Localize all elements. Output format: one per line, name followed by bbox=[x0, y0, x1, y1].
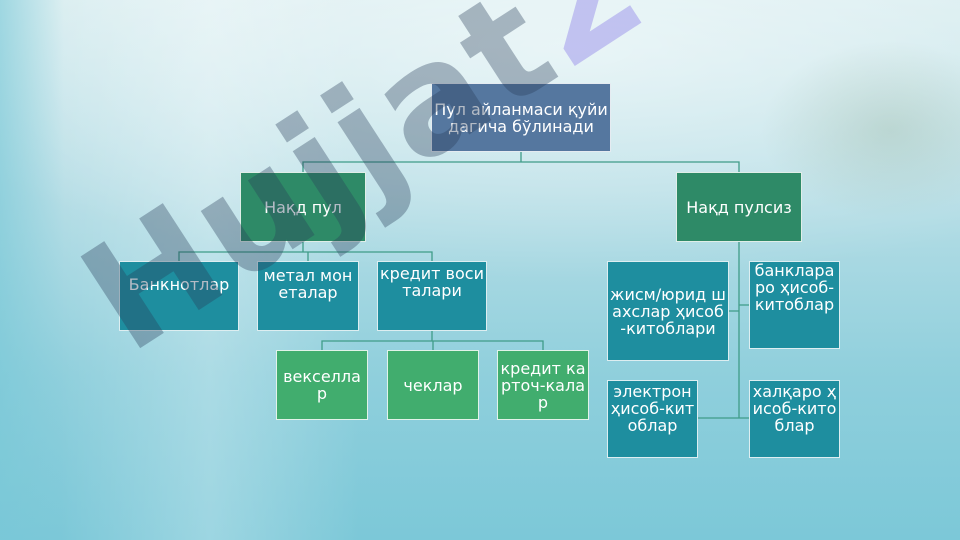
bills-node-label: векселлар bbox=[283, 367, 361, 403]
cash-node: Нақд пул bbox=[240, 172, 366, 242]
root-node: Пул айланмаси қуйидагича бўлинади bbox=[431, 83, 611, 152]
root-node-label: Пул айланмаси қуйидагича бўлинади bbox=[434, 99, 608, 136]
legal-entity-settlements-node-label: жисм/юрид шахслар ҳисоб-китоблари bbox=[610, 284, 726, 338]
cheques-node: чеклар bbox=[387, 350, 479, 420]
metal-coins-node: метал монеталар bbox=[257, 261, 359, 331]
bills-node: векселлар bbox=[276, 350, 368, 420]
banknotes-node: Банкнотлар bbox=[119, 261, 239, 331]
connector-cash-to-children bbox=[178, 242, 433, 261]
electronic-settlements-node-label: электрон ҳисоб-китоблар bbox=[610, 382, 695, 435]
connector-credit-to-instruments bbox=[321, 331, 544, 350]
international-settlements-node: халқаро ҳисоб-китоблар bbox=[749, 380, 840, 458]
electronic-settlements-node: электрон ҳисоб-китоблар bbox=[607, 380, 698, 458]
credit-instruments-node: кредит воситалари bbox=[377, 261, 487, 331]
credit-instruments-node-label: кредит воситалари bbox=[380, 264, 484, 300]
interbank-settlements-node: банклараро ҳисоб-китоблар bbox=[749, 261, 840, 349]
banknotes-node-label: Банкнотлар bbox=[128, 275, 230, 294]
connector-noncash-to-children bbox=[698, 242, 749, 419]
noncash-node-label: Нақд пулсиз bbox=[686, 197, 792, 217]
international-settlements-node-label: халқаро ҳисоб-китоблар bbox=[752, 382, 837, 435]
metal-coins-node-label: метал монеталар bbox=[263, 266, 353, 302]
credit-cards-node-label: кредит карточ-калар bbox=[500, 358, 586, 412]
cheques-node-label: чеклар bbox=[403, 375, 463, 395]
connector-root-to-level1 bbox=[302, 152, 740, 172]
noncash-node: Нақд пулсиз bbox=[676, 172, 802, 242]
credit-cards-node: кредит карточ-калар bbox=[497, 350, 589, 420]
interbank-settlements-node-label: банклараро ҳисоб-китоблар bbox=[754, 261, 835, 314]
cash-node-label: Нақд пул bbox=[264, 197, 342, 217]
legal-entity-settlements-node: жисм/юрид шахслар ҳисоб-китоблари bbox=[607, 261, 729, 361]
background-left-band bbox=[0, 0, 64, 540]
